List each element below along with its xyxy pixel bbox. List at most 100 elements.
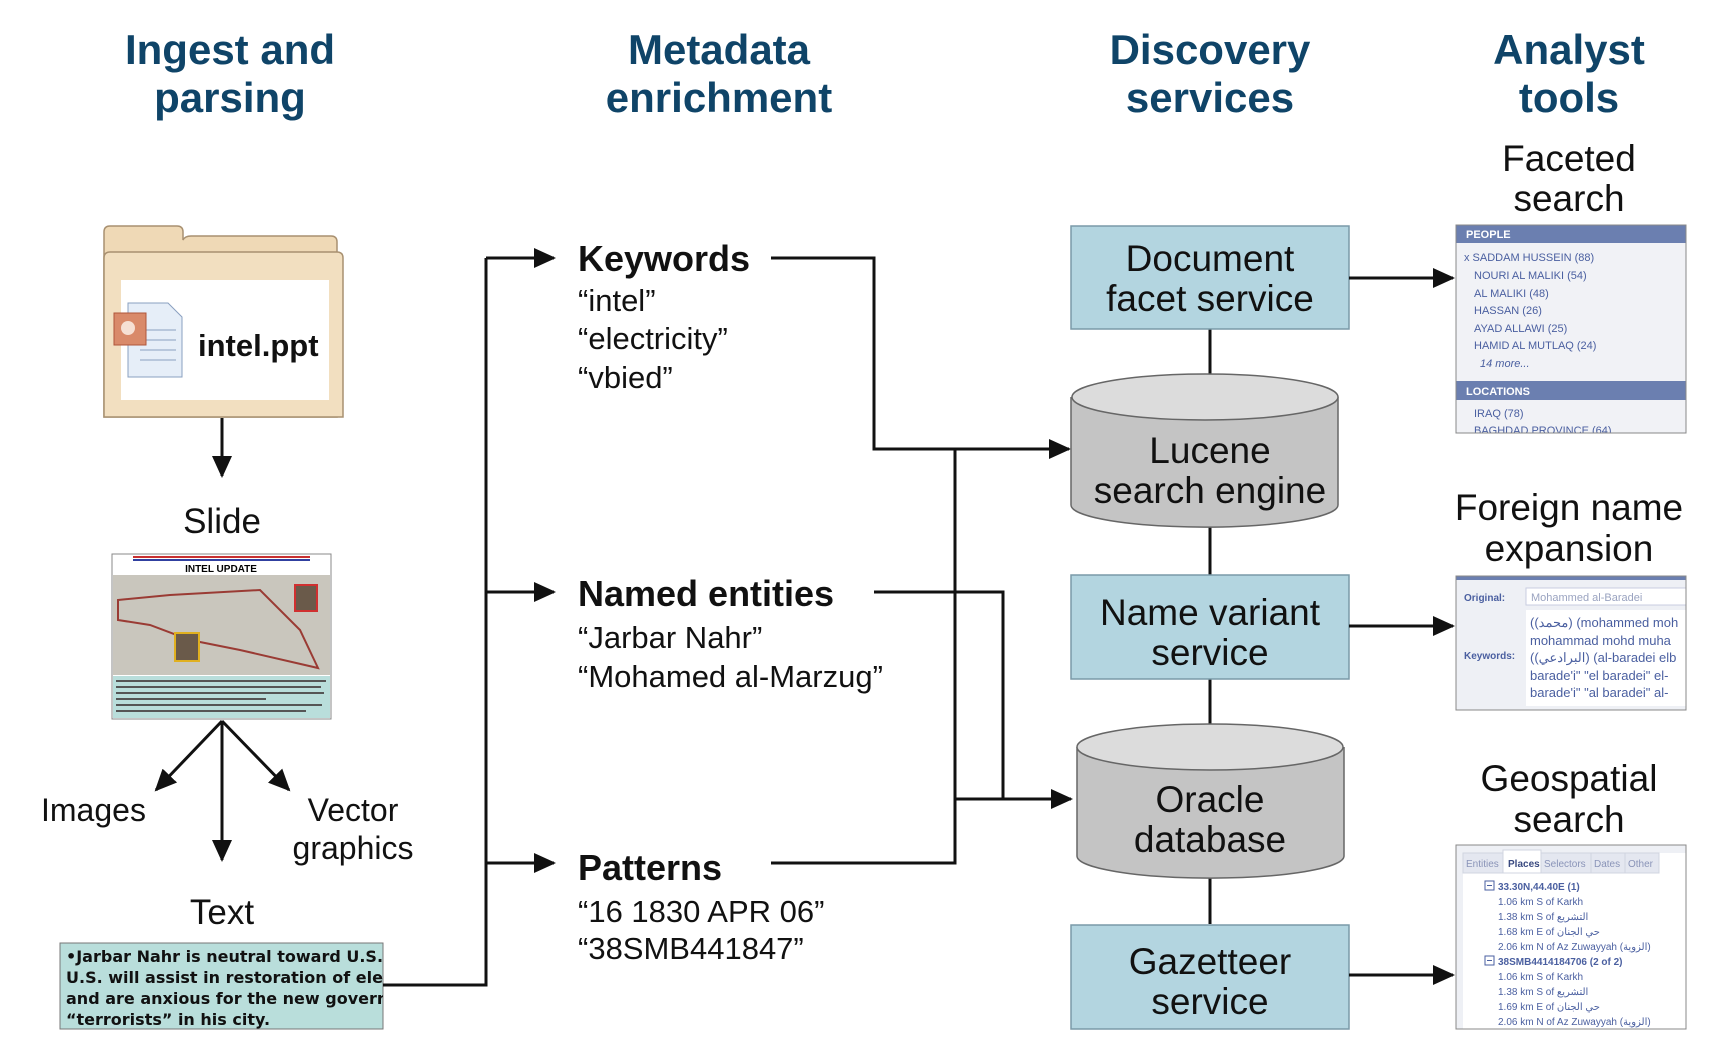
vector-label: graphics	[293, 830, 414, 866]
entity-item: “Jarbar Nahr”	[578, 620, 762, 655]
pattern-item: “38SMB441847”	[578, 931, 804, 966]
header-line: Metadata	[628, 26, 811, 73]
tree-item[interactable]: 2.06 km N of Az Zuwayyah (الزوية)	[1498, 1017, 1651, 1028]
powerpoint-file-icon	[113, 302, 183, 378]
header-line: Ingest and	[125, 26, 335, 73]
service-label: Document	[1126, 238, 1295, 279]
tab-label[interactable]: Entities	[1466, 859, 1499, 870]
arrow-slide-to-images	[154, 719, 224, 792]
slide-label: Slide	[183, 502, 261, 541]
document-facet-service: Document facet service	[1070, 225, 1350, 330]
file-name: intel.ppt	[198, 328, 319, 363]
keywords-title: Keywords	[578, 238, 750, 279]
slide-thumbnail: INTEL UPDATE	[111, 553, 332, 720]
tree-item[interactable]: 2.06 km N of Az Zuwayyah (الزوية)	[1498, 942, 1651, 953]
arrow-keywords-to-lucene	[771, 256, 1071, 459]
geospatial-panel: Entities Places Selectors Dates Other 33…	[1455, 844, 1687, 1030]
tab-label[interactable]: Places	[1508, 859, 1540, 870]
column-header-metadata: Metadata enrichment	[606, 26, 832, 121]
collapse-icon[interactable]	[1484, 955, 1495, 966]
gazetteer-service: Gazetteer service	[1070, 924, 1350, 1030]
images-label: Images	[41, 792, 146, 828]
tool-title: search	[1513, 178, 1624, 219]
tool-title: expansion	[1485, 528, 1654, 569]
facet-item[interactable]: AL MALIKI (48)	[1474, 288, 1549, 300]
facet-item[interactable]: IRAQ (78)	[1474, 408, 1524, 420]
service-label: Lucene	[1149, 430, 1270, 471]
facet-item[interactable]: BAGHDAD PROVINCE (64)	[1474, 425, 1612, 437]
header-line: parsing	[154, 74, 306, 121]
tree-item[interactable]: 1.38 km S of التشريع	[1498, 912, 1588, 923]
tree-item[interactable]: 1.06 km S of Karkh	[1498, 897, 1583, 908]
entities-title: Named entities	[578, 573, 834, 614]
tab-label[interactable]: Dates	[1594, 859, 1620, 870]
text-label: Text	[190, 893, 254, 932]
entity-item: “Mohamed al-Marzug”	[578, 659, 883, 694]
column-header-analyst: Analyst tools	[1493, 26, 1645, 121]
header-line: Analyst	[1493, 26, 1645, 73]
facet-item[interactable]: AYAD ALLAWI (25)	[1474, 323, 1567, 335]
keyword-variant: barade'i" "al baradei" al-	[1530, 685, 1668, 700]
service-label: service	[1151, 981, 1268, 1022]
tree-item[interactable]: 1.06 km S of Karkh	[1498, 972, 1583, 983]
arrow-entities-to-oracle	[874, 590, 1073, 809]
tree-item[interactable]: 1.68 km E of حي الجنان	[1498, 927, 1600, 938]
text-line: U.S. will assist in restoration of elect…	[66, 968, 413, 987]
text-excerpt-box: •Jarbar Nahr is neutral toward U.S. an U…	[59, 942, 413, 1030]
collapse-icon[interactable]	[1484, 880, 1495, 891]
keyword-variant: mohammad mohd muha	[1530, 633, 1672, 648]
patterns-group: Patterns “16 1830 APR 06” “38SMB441847”	[578, 847, 824, 966]
original-input[interactable]: Mohammed al-Baradei	[1531, 592, 1642, 604]
tab-label[interactable]: Other	[1628, 859, 1654, 870]
pattern-item: “16 1830 APR 06”	[578, 894, 824, 929]
keyword-variant: ((محمد) (mohammed moh	[1530, 615, 1678, 630]
keyword-item: “intel”	[578, 283, 656, 318]
service-label: database	[1134, 819, 1286, 860]
keywords-label: Keywords:	[1464, 651, 1515, 662]
tree-item[interactable]: 1.38 km S of التشريع	[1498, 987, 1588, 998]
keyword-item: “electricity”	[578, 321, 728, 356]
keyword-item: “vbied”	[578, 360, 673, 395]
column-header-discovery: Discovery services	[1110, 26, 1311, 121]
tool-title: Faceted	[1502, 138, 1636, 179]
header-line: tools	[1519, 74, 1619, 121]
service-label: service	[1151, 632, 1268, 673]
lucene-search-engine: Lucene search engine	[1070, 373, 1339, 528]
keywords-group: Keywords “intel” “electricity” “vbied”	[578, 238, 750, 395]
geo-tabs: Entities Places Selectors Dates Other	[1462, 849, 1660, 874]
keyword-variant: ((البرادعي) (al-baradei elb	[1530, 650, 1676, 666]
service-label: Name variant	[1100, 592, 1321, 633]
faceted-search-panel: PEOPLE x SADDAM HUSSEIN (88) NOURI AL MA…	[1455, 224, 1687, 437]
tree-group[interactable]: 38SMB4414184706 (2 of 2)	[1498, 957, 1623, 968]
tool-title: Foreign name	[1455, 487, 1683, 528]
keyword-variant: barade'i" "el baradei" el-	[1530, 668, 1668, 683]
column-header-ingest: Ingest and parsing	[125, 26, 335, 121]
arrow-slide-to-vector	[220, 719, 291, 792]
facet-header: LOCATIONS	[1466, 386, 1530, 398]
facet-more-link[interactable]: 14 more...	[1480, 358, 1530, 370]
tree-item[interactable]: 1.69 km E of حي الجنان	[1498, 1002, 1600, 1013]
original-label: Original:	[1464, 593, 1505, 604]
facet-item[interactable]: x SADDAM HUSSEIN (88)	[1464, 252, 1594, 264]
foreign-name-panel: Original: Mohammed al-Baradei Keywords: …	[1455, 575, 1687, 711]
tool-title: search	[1513, 799, 1624, 840]
tool-title: Geospatial	[1481, 758, 1658, 799]
facet-item[interactable]: HASSAN (26)	[1474, 305, 1542, 317]
header-line: Discovery	[1110, 26, 1311, 73]
folder-icon: intel.ppt	[103, 225, 344, 418]
connector-patterns	[771, 449, 957, 865]
text-line: and are anxious for the new governm	[66, 989, 405, 1008]
named-entities-group: Named entities “Jarbar Nahr” “Mohamed al…	[578, 573, 883, 694]
facet-item[interactable]: NOURI AL MALIKI (54)	[1474, 270, 1587, 282]
name-variant-service: Name variant service	[1070, 574, 1350, 680]
facet-item[interactable]: HAMID AL MUTLAQ (24)	[1474, 340, 1596, 352]
facet-header: PEOPLE	[1466, 229, 1511, 241]
service-label: Oracle	[1156, 779, 1265, 820]
header-line: enrichment	[606, 74, 832, 121]
service-label: Gazetteer	[1129, 941, 1291, 982]
vector-label: Vector	[308, 792, 399, 828]
tree-group[interactable]: 33.30N,44.40E (1)	[1498, 882, 1580, 893]
tab-other[interactable]	[1624, 852, 1660, 874]
tab-label[interactable]: Selectors	[1544, 859, 1586, 870]
